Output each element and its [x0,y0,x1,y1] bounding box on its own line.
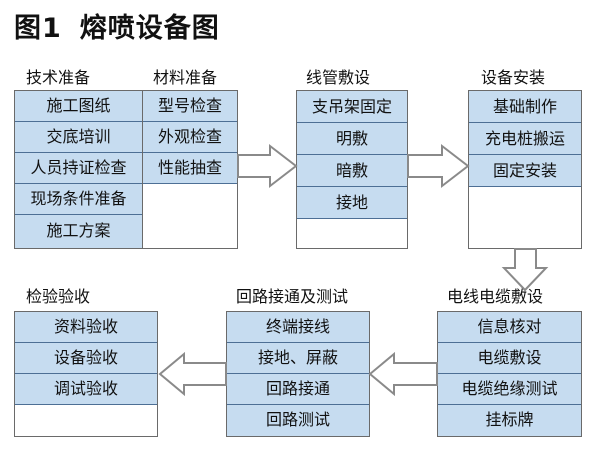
header-install: 设备安装 [481,68,546,87]
figure-number: 图1 [14,13,62,44]
accept-item: 资料验收 [15,312,157,343]
cable-item: 信息核对 [438,312,581,343]
header-tech: 技术准备 [26,68,91,87]
tech-item: 人员持证检查 [15,153,142,184]
prep-box: 施工图纸 交底培训 人员持证检查 现场条件准备 施工方案 型号检查 外观检查 性… [14,90,238,249]
header-cable: 电线电缆敷设 [447,287,544,306]
arrow-right-2 [407,143,470,189]
cable-box: 信息核对 电缆敷设 电缆绝缘测试 挂标牌 [437,311,582,437]
cable-item: 挂标牌 [438,405,581,436]
material-item: 性能抽查 [143,153,237,184]
install-box: 基础制作 充电桩搬运 固定安装 [468,90,582,249]
material-item: 型号检查 [143,91,237,122]
material-item: 外观检查 [143,122,237,153]
accept-box: 资料验收 设备验收 调试验收 [14,311,158,437]
pipe-box: 支吊架固定 明敷 暗敷 接地 [296,90,408,249]
loop-item: 回路接通 [227,374,369,405]
arrow-left-1 [368,351,438,397]
cable-item: 电缆绝缘测试 [438,374,581,405]
install-item: 基础制作 [469,91,581,123]
loop-item: 终端接线 [227,312,369,343]
arrow-down [501,248,549,292]
install-item: 充电桩搬运 [469,123,581,155]
pipe-item: 明敷 [297,123,407,155]
figure-title: 图1 熔喷设备图 [14,6,220,45]
figure-caption: 熔喷设备图 [79,13,220,44]
arrow-left-2 [158,351,227,397]
pipe-item: 支吊架固定 [297,91,407,123]
pipe-item: 暗敷 [297,155,407,187]
loop-item: 接地、屏蔽 [227,343,369,374]
cable-item: 电缆敷设 [438,343,581,374]
arrow-right-1 [237,143,298,189]
header-loop: 回路接通及测试 [236,287,349,306]
loop-item: 回路测试 [227,405,369,436]
tech-item: 施工方案 [15,215,142,248]
tech-item: 施工图纸 [15,91,142,122]
tech-item: 现场条件准备 [15,184,142,215]
install-item: 固定安装 [469,155,581,187]
header-pipe: 线管敷设 [306,68,371,87]
header-accept: 检验验收 [26,287,91,306]
pipe-item: 接地 [297,187,407,219]
accept-item: 调试验收 [15,374,157,405]
tech-item: 交底培训 [15,122,142,153]
accept-item: 设备验收 [15,343,157,374]
header-material: 材料准备 [153,68,218,87]
loop-box: 终端接线 接地、屏蔽 回路接通 回路测试 [226,311,370,437]
material-column: 型号检查 外观检查 性能抽查 [143,91,237,248]
tech-column: 施工图纸 交底培训 人员持证检查 现场条件准备 施工方案 [15,91,143,248]
